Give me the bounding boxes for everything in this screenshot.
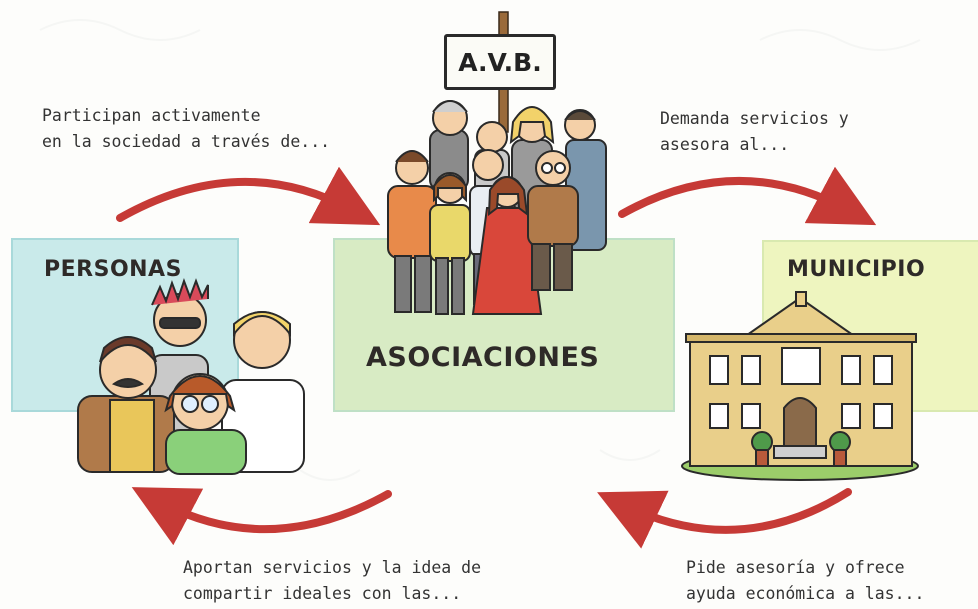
- personas-label: PERSONAS: [44, 257, 182, 282]
- caption-bottom-left: Aportan servicios y la idea de compartir…: [183, 558, 482, 603]
- arrow-asociaciones-to-municipio: [618, 166, 877, 226]
- municipio-label: MUNICIPIO: [787, 257, 926, 282]
- caption-bottom-right: Pide asesoría y ofrece ayuda económica a…: [686, 558, 925, 603]
- arrow-municipio-to-asociaciones: [597, 488, 852, 549]
- asociaciones-label: ASOCIACIONES: [366, 342, 600, 373]
- avb-sign: A.V.B.: [444, 34, 556, 90]
- arrow-asociaciones-to-personas: [131, 487, 392, 546]
- caption-top-left: Participan activamente en la sociedad a …: [42, 106, 331, 151]
- arrow-personas-to-asociaciones: [116, 166, 381, 226]
- caption-top-right: Demanda servicios y asesora al...: [660, 109, 849, 154]
